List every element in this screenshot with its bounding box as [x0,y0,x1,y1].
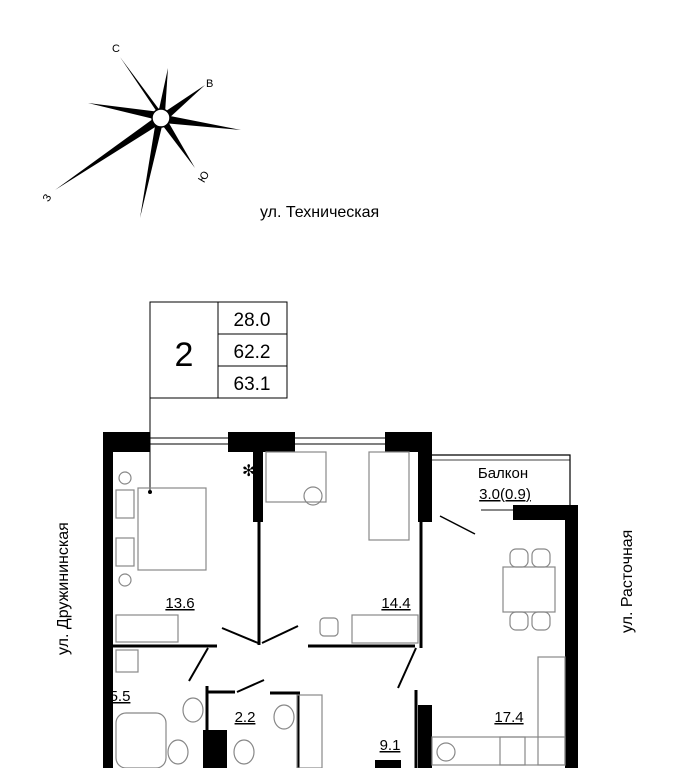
nightstand-icon [118,573,132,587]
room-count: 2 [175,336,194,374]
street-top-label: ул. Техническая [260,204,379,221]
street-right-label: ул. Расточная [619,530,636,633]
single-bed-icon [368,451,410,541]
compass-south-label: Ю [196,169,212,185]
bathtub-icon [115,712,167,768]
plant-icon: ✻ [242,463,255,480]
living-area-value: 28.0 [234,310,271,331]
compass-west-label: З [41,192,55,204]
room-area-bedroom-1: 13.6 [165,595,194,612]
chair-icon [303,486,323,506]
compass-north-label: С [112,43,120,55]
street-left-label: ул. Дружининская [55,522,72,655]
room-area-bathroom: 5.5 [110,688,131,705]
double-bed-icon [137,487,207,571]
room-area-kitchen: 17.4 [494,709,523,726]
room-area-hallway: 9.1 [380,737,401,754]
stove-icon [499,736,526,766]
sink-icon [436,742,456,762]
room-area-bedroom-2: 14.4 [381,595,410,612]
chair-icon [319,617,339,637]
toilet-icon [167,739,189,765]
nightstand-icon [118,471,132,485]
washing-machine-icon [115,649,139,673]
washbasin-icon [182,697,204,723]
wardrobe-icon [351,614,419,644]
walls [103,432,578,768]
total-area-value: 62.2 [234,342,271,363]
apartment-info-box: 2 28.0 62.2 63.1 [148,301,288,494]
doors [188,515,476,693]
compass-rose-icon: С В Ю З [41,43,241,218]
furniture: ✻ [115,451,566,768]
total-with-balcony-value: 63.1 [234,374,271,395]
balcony-area: 3.0(0.9) [479,486,531,503]
desk-icon [265,451,327,503]
washbasin-icon [273,704,295,730]
hall-wardrobe-icon [296,694,323,768]
balcony-label: Балкон [478,465,528,482]
dining-table-icon [502,566,556,613]
room-area-wc: 2.2 [235,709,256,726]
kitchen-counter-icon [537,656,566,766]
compass-east-label: В [206,78,213,90]
wardrobe-icon [115,614,179,643]
toilet-icon [233,739,255,765]
